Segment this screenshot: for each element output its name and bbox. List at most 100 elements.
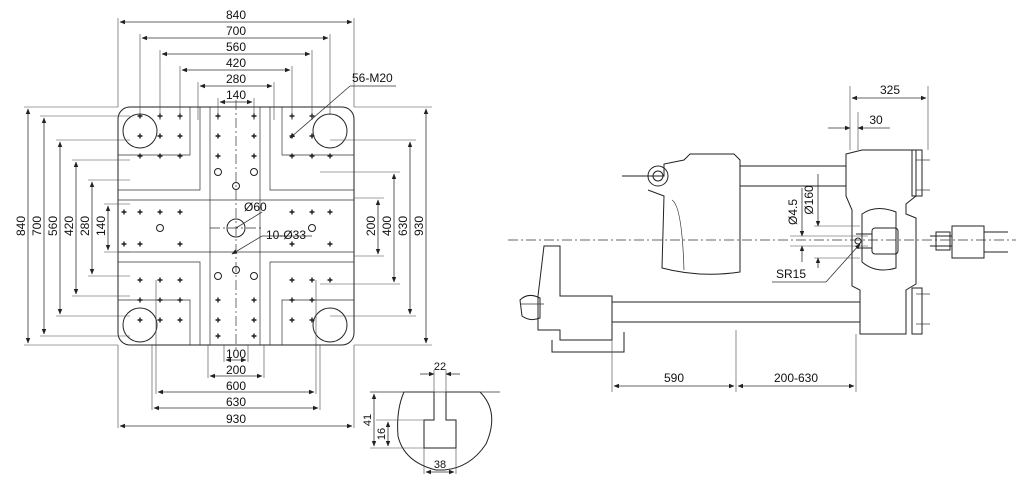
dim-offset-small: 30 <box>869 113 883 127</box>
dim-left-420: 420 <box>62 216 76 236</box>
bolt-hole-mark <box>137 277 143 283</box>
bolt-hole-mark <box>327 277 333 283</box>
dim-dia-small: Ø4.5 <box>786 199 800 225</box>
tslot-section: 22 38 41 16 <box>362 361 500 475</box>
dim-top-560: 560 <box>226 40 246 54</box>
side-dims-bottom: 590 200-630 <box>611 330 857 392</box>
tslot-depth-head: 16 <box>376 428 388 440</box>
bolt-hole-mark <box>309 277 315 283</box>
dims-right: 200 400 630 930 <box>320 106 432 346</box>
bolt-hole-mark <box>289 297 295 303</box>
dim-right-930: 930 <box>412 216 426 236</box>
ejector-holes <box>156 168 316 280</box>
dim-offset-top: 325 <box>880 83 900 97</box>
bolt-hole-mark <box>327 209 333 215</box>
rear-platen <box>622 153 741 275</box>
dims-top: 840 700 560 420 280 140 <box>117 8 355 120</box>
dim-left-700: 700 <box>30 216 44 236</box>
bolt-hole-mark <box>327 241 333 247</box>
dim-top-280: 280 <box>226 72 246 86</box>
bolt-hole-mark <box>177 297 183 303</box>
moving-platen <box>519 245 625 353</box>
tie-bars <box>612 165 860 323</box>
bolt-hole-mark <box>215 153 221 159</box>
dim-bottom-200: 200 <box>226 363 246 377</box>
bolt-hole-mark <box>137 133 143 139</box>
mounting-holes <box>121 113 333 339</box>
bolt-hole-mark <box>157 133 163 139</box>
bolt-hole-mark <box>309 297 315 303</box>
bolt-hole-mark <box>251 317 257 323</box>
thread-callout: 56-M20 <box>289 71 396 139</box>
dim-top-420: 420 <box>226 56 246 70</box>
side-dims-top: 325 30 <box>828 83 929 150</box>
dim-bottom-600: 600 <box>226 379 246 393</box>
bolt-hole-mark <box>215 133 221 139</box>
radius-callout: SR15 <box>772 243 861 283</box>
bolt-hole-mark <box>251 333 257 339</box>
tslot-depth-total: 41 <box>362 414 374 426</box>
bolt-hole-mark <box>251 133 257 139</box>
hole-callouts: Ø60 10-Ø33 <box>231 200 312 255</box>
bolt-hole-mark <box>251 297 257 303</box>
bolt-hole-mark <box>289 277 295 283</box>
platen-front-view: 840 700 560 420 280 140 56-M20 <box>14 8 432 429</box>
dim-right-400: 400 <box>380 216 394 236</box>
dim-length-a: 590 <box>664 371 684 385</box>
dim-right-630: 630 <box>396 216 410 236</box>
bolt-hole-mark <box>177 317 183 323</box>
bolt-hole-mark <box>309 133 315 139</box>
bolt-hole-mark <box>137 317 143 323</box>
bolt-hole-mark <box>289 153 295 159</box>
bolt-hole-mark <box>309 153 315 159</box>
bolt-hole-mark <box>157 153 163 159</box>
center-hole <box>226 218 246 238</box>
dim-bottom-630: 630 <box>226 395 246 409</box>
dim-left-840: 840 <box>14 216 28 236</box>
bolt-hole-mark <box>289 241 295 247</box>
bolt-hole-mark <box>289 317 295 323</box>
bolt-hole-mark <box>177 153 183 159</box>
bolt-hole-mark <box>157 297 163 303</box>
bolt-hole-mark <box>157 277 163 283</box>
dim-top-700: 700 <box>226 24 246 38</box>
bolt-hole-mark <box>177 209 183 215</box>
bolt-hole-mark <box>121 209 127 215</box>
bolt-hole-mark <box>215 333 221 339</box>
bolt-hole-mark <box>327 153 333 159</box>
bolt-hole-mark <box>309 317 315 323</box>
bolt-hole-mark <box>309 209 315 215</box>
dims-left: 840 700 560 420 280 140 <box>14 106 130 346</box>
center-hole-label: Ø60 <box>244 200 267 214</box>
bolt-hole-mark <box>177 133 183 139</box>
dim-dia-large: Ø160 <box>802 185 816 215</box>
bolt-hole-mark <box>157 209 163 215</box>
bolt-hole-mark <box>177 277 183 283</box>
dim-radius: SR15 <box>776 267 806 281</box>
bolt-hole-mark <box>251 153 257 159</box>
bolt-hole-mark <box>137 241 143 247</box>
bolt-hole-mark <box>137 209 143 215</box>
fixed-platen <box>845 149 930 335</box>
tslot-top-width: 22 <box>434 361 446 373</box>
dim-top-140: 140 <box>226 88 246 102</box>
thread-label: 56-M20 <box>352 71 393 85</box>
tslot-bottom-width: 38 <box>434 459 446 471</box>
dim-right-200: 200 <box>364 216 378 236</box>
dim-top-840: 840 <box>226 8 246 22</box>
bolt-hole-mark <box>289 209 295 215</box>
dim-bottom-100: 100 <box>226 347 246 361</box>
dim-length-b: 200-630 <box>774 371 818 385</box>
side-dims-diameter: Ø4.5 Ø160 <box>786 174 868 268</box>
holes-label: 10-Ø33 <box>266 228 306 242</box>
bolt-hole-mark <box>215 317 221 323</box>
bolt-hole-mark <box>121 241 127 247</box>
bolt-hole-mark <box>137 297 143 303</box>
dim-bottom-930: 930 <box>226 412 246 426</box>
dim-left-140: 140 <box>94 216 108 236</box>
injection-unit <box>930 225 1008 259</box>
side-view: 325 30 Ø4.5 Ø160 SR15 <box>508 83 1016 392</box>
dim-left-560: 560 <box>46 216 60 236</box>
dim-left-280: 280 <box>78 216 92 236</box>
